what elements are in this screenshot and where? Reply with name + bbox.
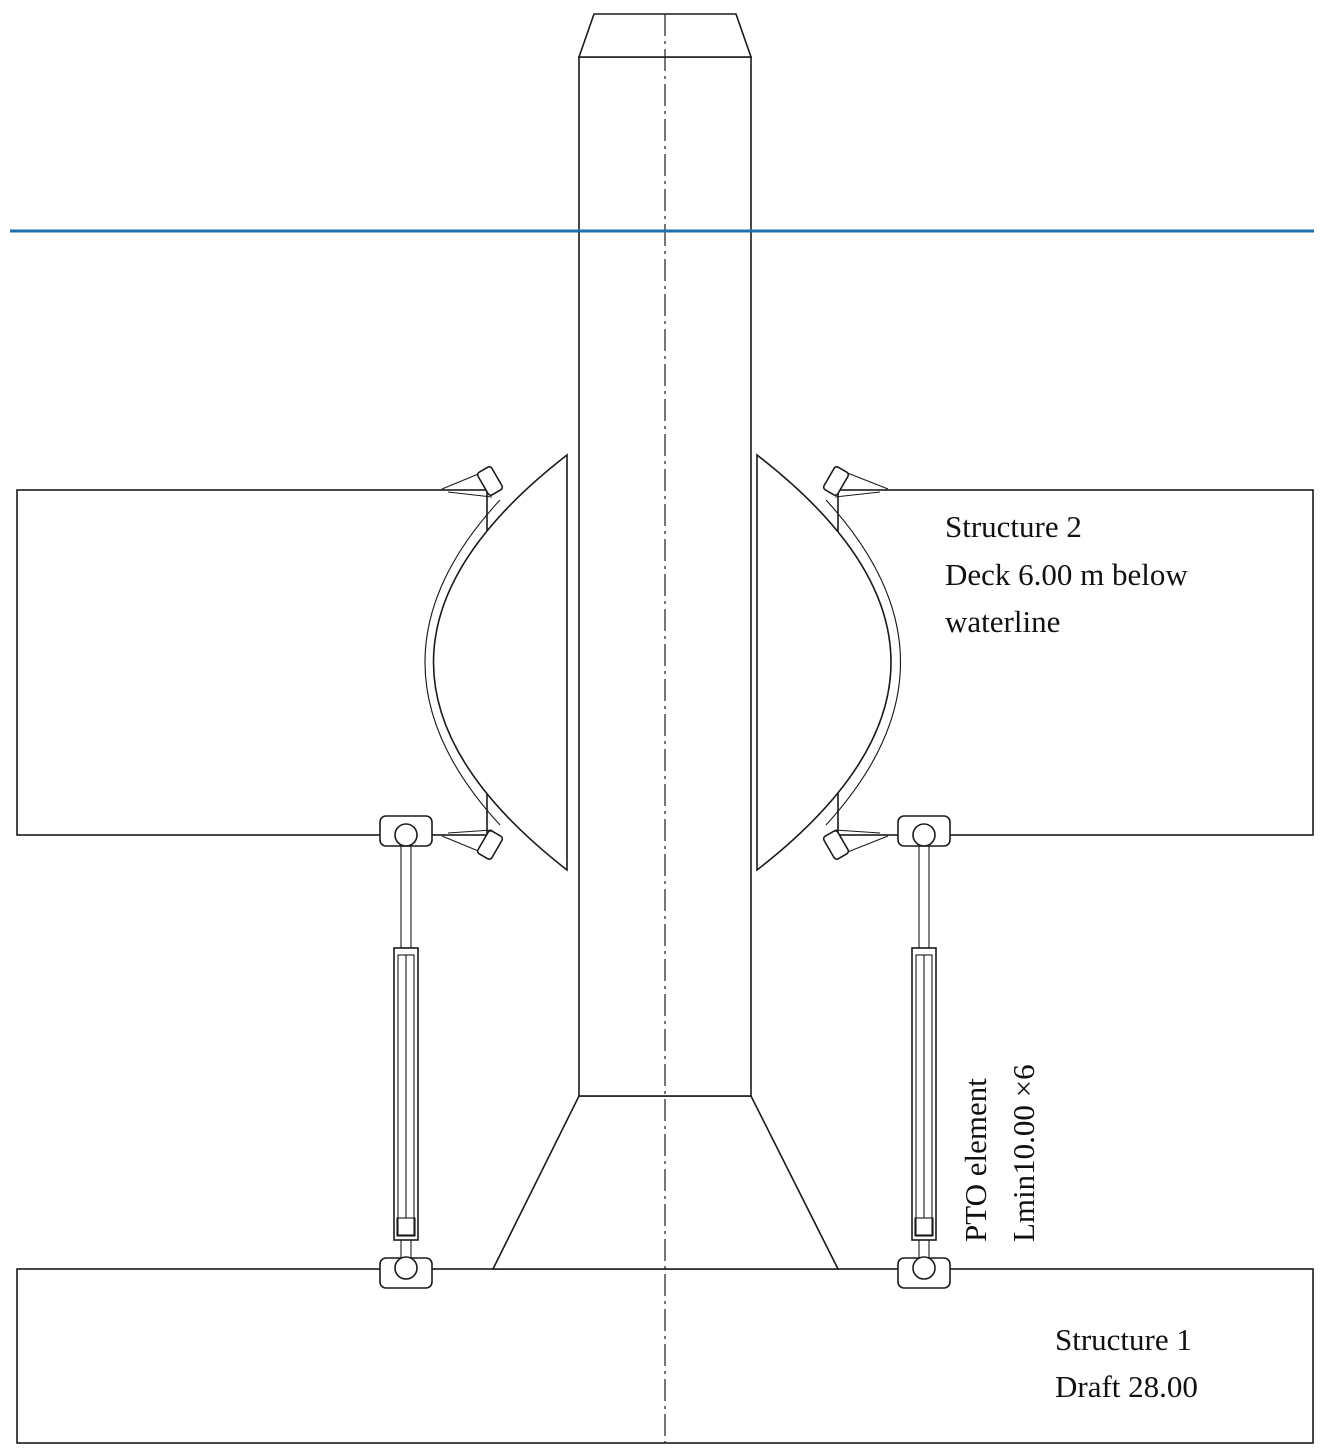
collar-right-inner-line [825,499,901,826]
pto-element-label: PTO element [958,1078,993,1242]
guide-roller-top-right [822,466,889,498]
structure-2-deck-depth: Deck 6.00 m below [945,557,1188,592]
structure-2-deck-depth-cont: waterline [945,604,1060,639]
pto-element-right [897,815,951,1289]
structure-1-label: Structure 1 [1055,1322,1192,1357]
guide-roller-top-left [441,466,504,498]
guide-roller-bottom-left [441,829,504,860]
structure-2-label: Structure 2 [945,509,1082,544]
structure-2-collar-left [432,453,568,872]
pto-element-left [379,815,433,1289]
structure-1-draft: Draft 28.00 [1055,1369,1198,1404]
collar-left-inner-line [424,499,501,826]
structure-2-deck-left [16,489,488,836]
guide-roller-bottom-right [822,829,889,860]
pto-element-spec: Lmin10.00 ×6 [1006,1064,1041,1242]
structure-2-collar-right [756,453,892,872]
